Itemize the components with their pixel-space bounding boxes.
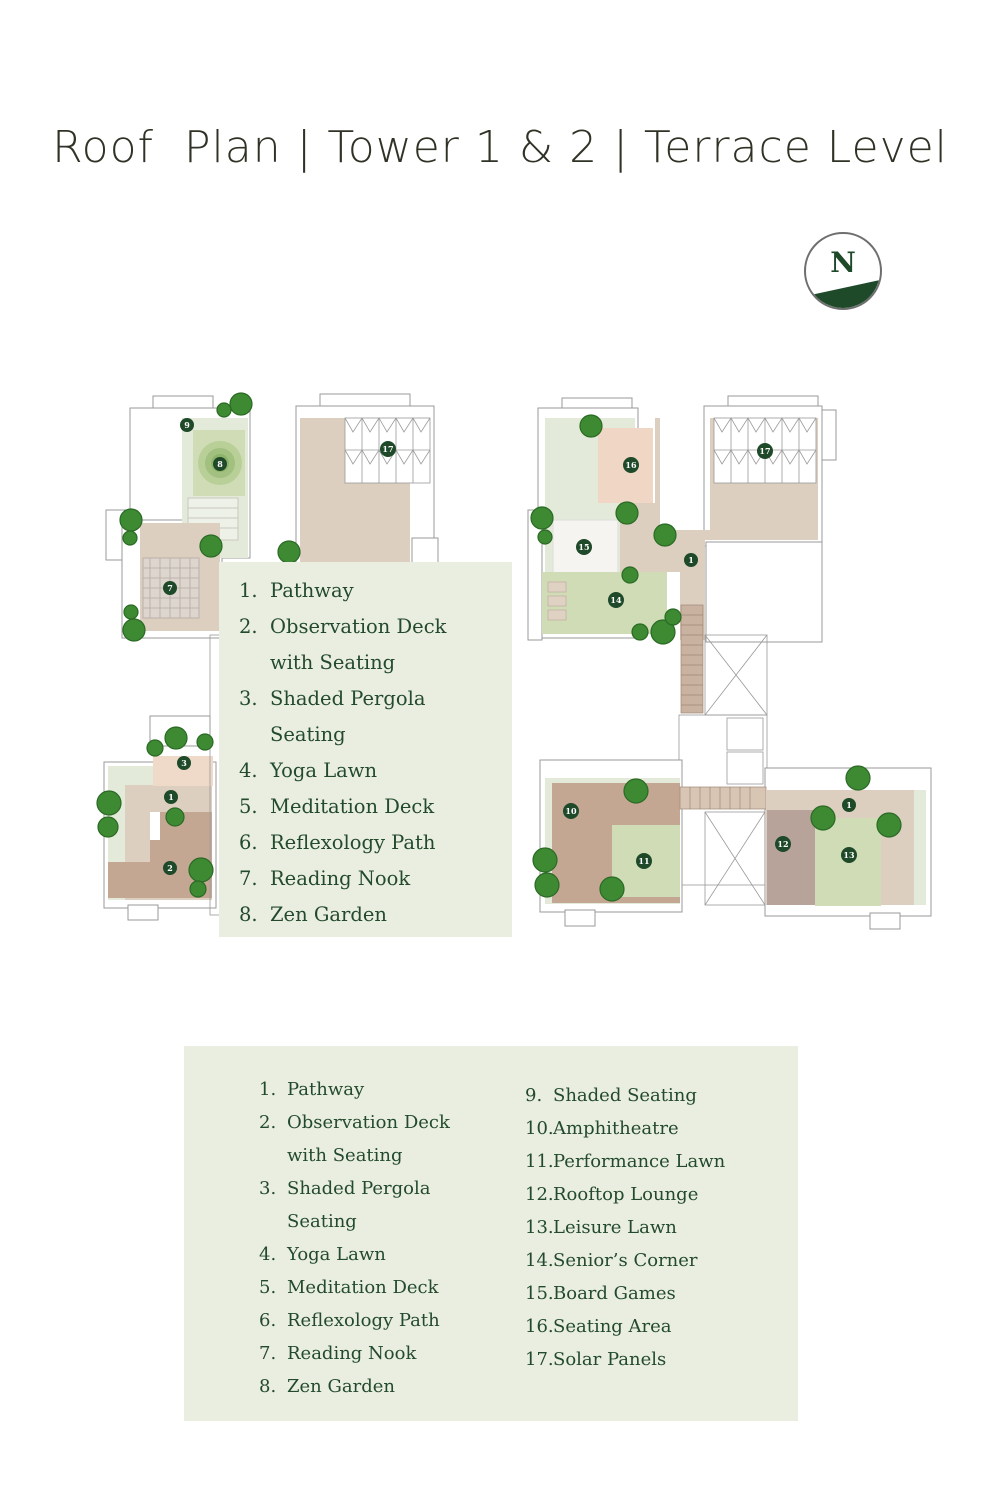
marker-12: 12 [775,836,791,852]
trees [96,392,902,902]
observation-deck [108,812,212,898]
svg-text:14: 14 [610,595,622,605]
legend-item: with Seating [287,1145,403,1166]
legend-item: Seating [287,1211,357,1232]
svg-text:12: 12 [777,839,788,849]
marker-13: 13 [841,847,857,863]
svg-text:7: 7 [167,583,173,593]
legend-item: 7.Reading Nook [259,1343,417,1364]
overlay-legend-item: 3.Shaded Pergola [239,687,426,710]
tower2-north-wing [527,395,837,714]
legend-item: 10.Amphitheatre [525,1118,679,1139]
marker-7: 7 [163,581,177,595]
legend-item: 3.Shaded Pergola [259,1178,431,1199]
compass-arc [806,280,880,308]
svg-text:17: 17 [759,446,770,456]
legend-item: 1.Pathway [259,1079,365,1100]
svg-text:8: 8 [217,459,223,469]
svg-text:10: 10 [565,806,577,816]
overlay-legend-item: with Seating [270,651,396,674]
legend-item: 13.Leisure Lawn [525,1217,677,1238]
legend-item: 2.Observation Deck [259,1112,450,1133]
page-title: Roof Plan | Tower 1 & 2 | Terrace Level [52,122,948,173]
legend-item: 6.Reflexology Path [259,1310,440,1331]
marker-1: 1 [684,553,698,567]
overlay-legend-item: 8.Zen Garden [239,903,387,926]
overlay-legend-item: 2.Observation Deck [239,615,447,638]
overlay-legend-item: 4.Yoga Lawn [239,759,378,782]
marker-14: 14 [608,592,624,608]
marker-9: 9 [180,418,194,432]
marker-3: 3 [177,756,191,770]
marker-10: 10 [563,803,579,819]
svg-text:15: 15 [578,542,589,552]
north-compass-icon: N [804,232,882,310]
legend-item: 11.Performance Lawn [525,1151,726,1172]
legend-item: 12.Rooftop Lounge [525,1184,699,1205]
marker-16: 16 [623,457,639,473]
overlay-legend-item: 6.Reflexology Path [239,831,436,854]
legend-item: 5.Meditation Deck [259,1277,439,1298]
tower1-solar-block [295,393,439,567]
legend-item: 16.Seating Area [525,1316,672,1337]
legend: 1.Pathway 2.Observation Deck with Seatin… [184,1046,798,1421]
overlay-legend-item: 7.Reading Nook [239,867,411,890]
svg-text:16: 16 [625,460,637,470]
marker-2: 2 [163,861,177,875]
svg-text:13: 13 [843,850,855,860]
svg-text:1: 1 [168,792,174,802]
svg-text:2: 2 [167,863,173,873]
legend-item: 15.Board Games [525,1283,676,1304]
compass-north-label: N [830,246,856,279]
legend-item: 9.Shaded Seating [525,1085,697,1106]
rooftop-lounge [767,810,815,905]
svg-text:17: 17 [382,444,393,454]
legend-item: 14.Senior’s Corner [525,1250,698,1271]
marker-1: 1 [842,798,856,812]
svg-text:1: 1 [688,555,694,565]
marker-17: 17 [757,443,773,459]
svg-text:3: 3 [181,758,187,768]
marker-1: 1 [164,790,178,804]
legend-item: 4.Yoga Lawn [259,1244,386,1265]
overlay-legend-item: 5.Meditation Deck [239,795,435,818]
svg-text:1: 1 [846,800,852,810]
legend-item: 8.Zen Garden [259,1376,395,1397]
overlay-legend: 1.Pathway 2.Observation Deck with Seatin… [219,562,512,937]
marker-17: 17 [380,441,396,457]
overlay-legend-item: 1.Pathway [239,579,354,602]
svg-text:11: 11 [638,856,649,866]
svg-text:9: 9 [184,420,190,430]
marker-8: 8 [213,457,227,471]
marker-11: 11 [636,853,652,869]
legend-item: 17.Solar Panels [525,1349,667,1370]
marker-15: 15 [576,539,592,555]
tower2-south-wing [539,759,932,930]
overlay-legend-item: Seating [270,723,346,746]
